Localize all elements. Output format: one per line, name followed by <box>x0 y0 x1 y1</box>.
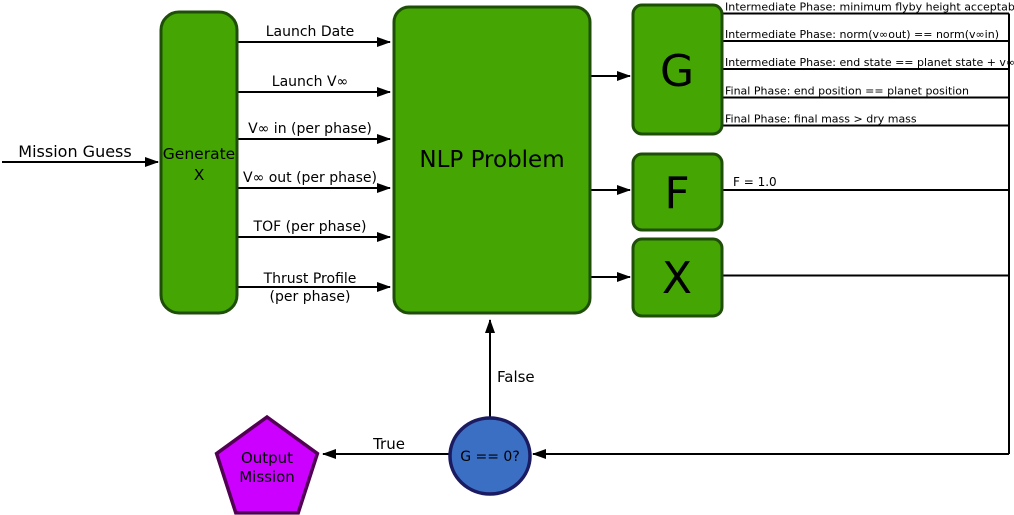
tof-label: TOF (per phase) <box>253 219 367 235</box>
launch-date-label: Launch Date <box>266 24 355 40</box>
constraint-label-2: Intermediate Phase: norm(v∞out) == norm(… <box>725 28 999 41</box>
generate-x-label-line2: X <box>194 166 205 184</box>
x-output-node <box>631 237 724 318</box>
x-node-label: X <box>662 253 692 304</box>
constraint-label-1: Intermediate Phase: minimum flyby height… <box>725 1 1014 14</box>
constraint-label-4: Final Phase: end position == planet posi… <box>725 85 969 98</box>
g-output-node <box>631 3 724 136</box>
output-mission-label-line2: Mission <box>239 468 295 486</box>
thrust-profile-label-line2: (per phase) <box>270 289 351 305</box>
objective-value-label: F = 1.0 <box>733 175 777 189</box>
g-equals-zero-decision-node <box>448 416 532 496</box>
vinf-out-label: V∞ out (per phase) <box>243 170 377 186</box>
vinf-in-label: V∞ in (per phase) <box>248 121 372 137</box>
launch-vinf-label: Launch V∞ <box>272 74 348 90</box>
nlp-problem-node <box>392 5 592 315</box>
output-mission-label-line1: Output <box>241 449 293 467</box>
nlp-problem-label: NLP Problem <box>419 147 564 173</box>
output-mission-node <box>214 414 320 515</box>
thrust-profile-label-line1: Thrust Profile <box>263 271 357 287</box>
constraint-label-3: Intermediate Phase: end state == planet … <box>725 56 1014 69</box>
true-branch-label: True <box>372 435 405 453</box>
f-output-node <box>631 152 724 232</box>
decision-label: G == 0? <box>460 449 520 465</box>
f-node-label: F <box>664 168 689 219</box>
g-node-label: G <box>660 46 694 97</box>
generate-x-label-line1: Generate <box>163 145 235 163</box>
false-branch-label: False <box>497 368 535 386</box>
generate-x-node <box>159 10 239 315</box>
constraint-label-5: Final Phase: final mass > dry mass <box>725 113 917 126</box>
mission-guess-label: Mission Guess <box>18 142 131 161</box>
